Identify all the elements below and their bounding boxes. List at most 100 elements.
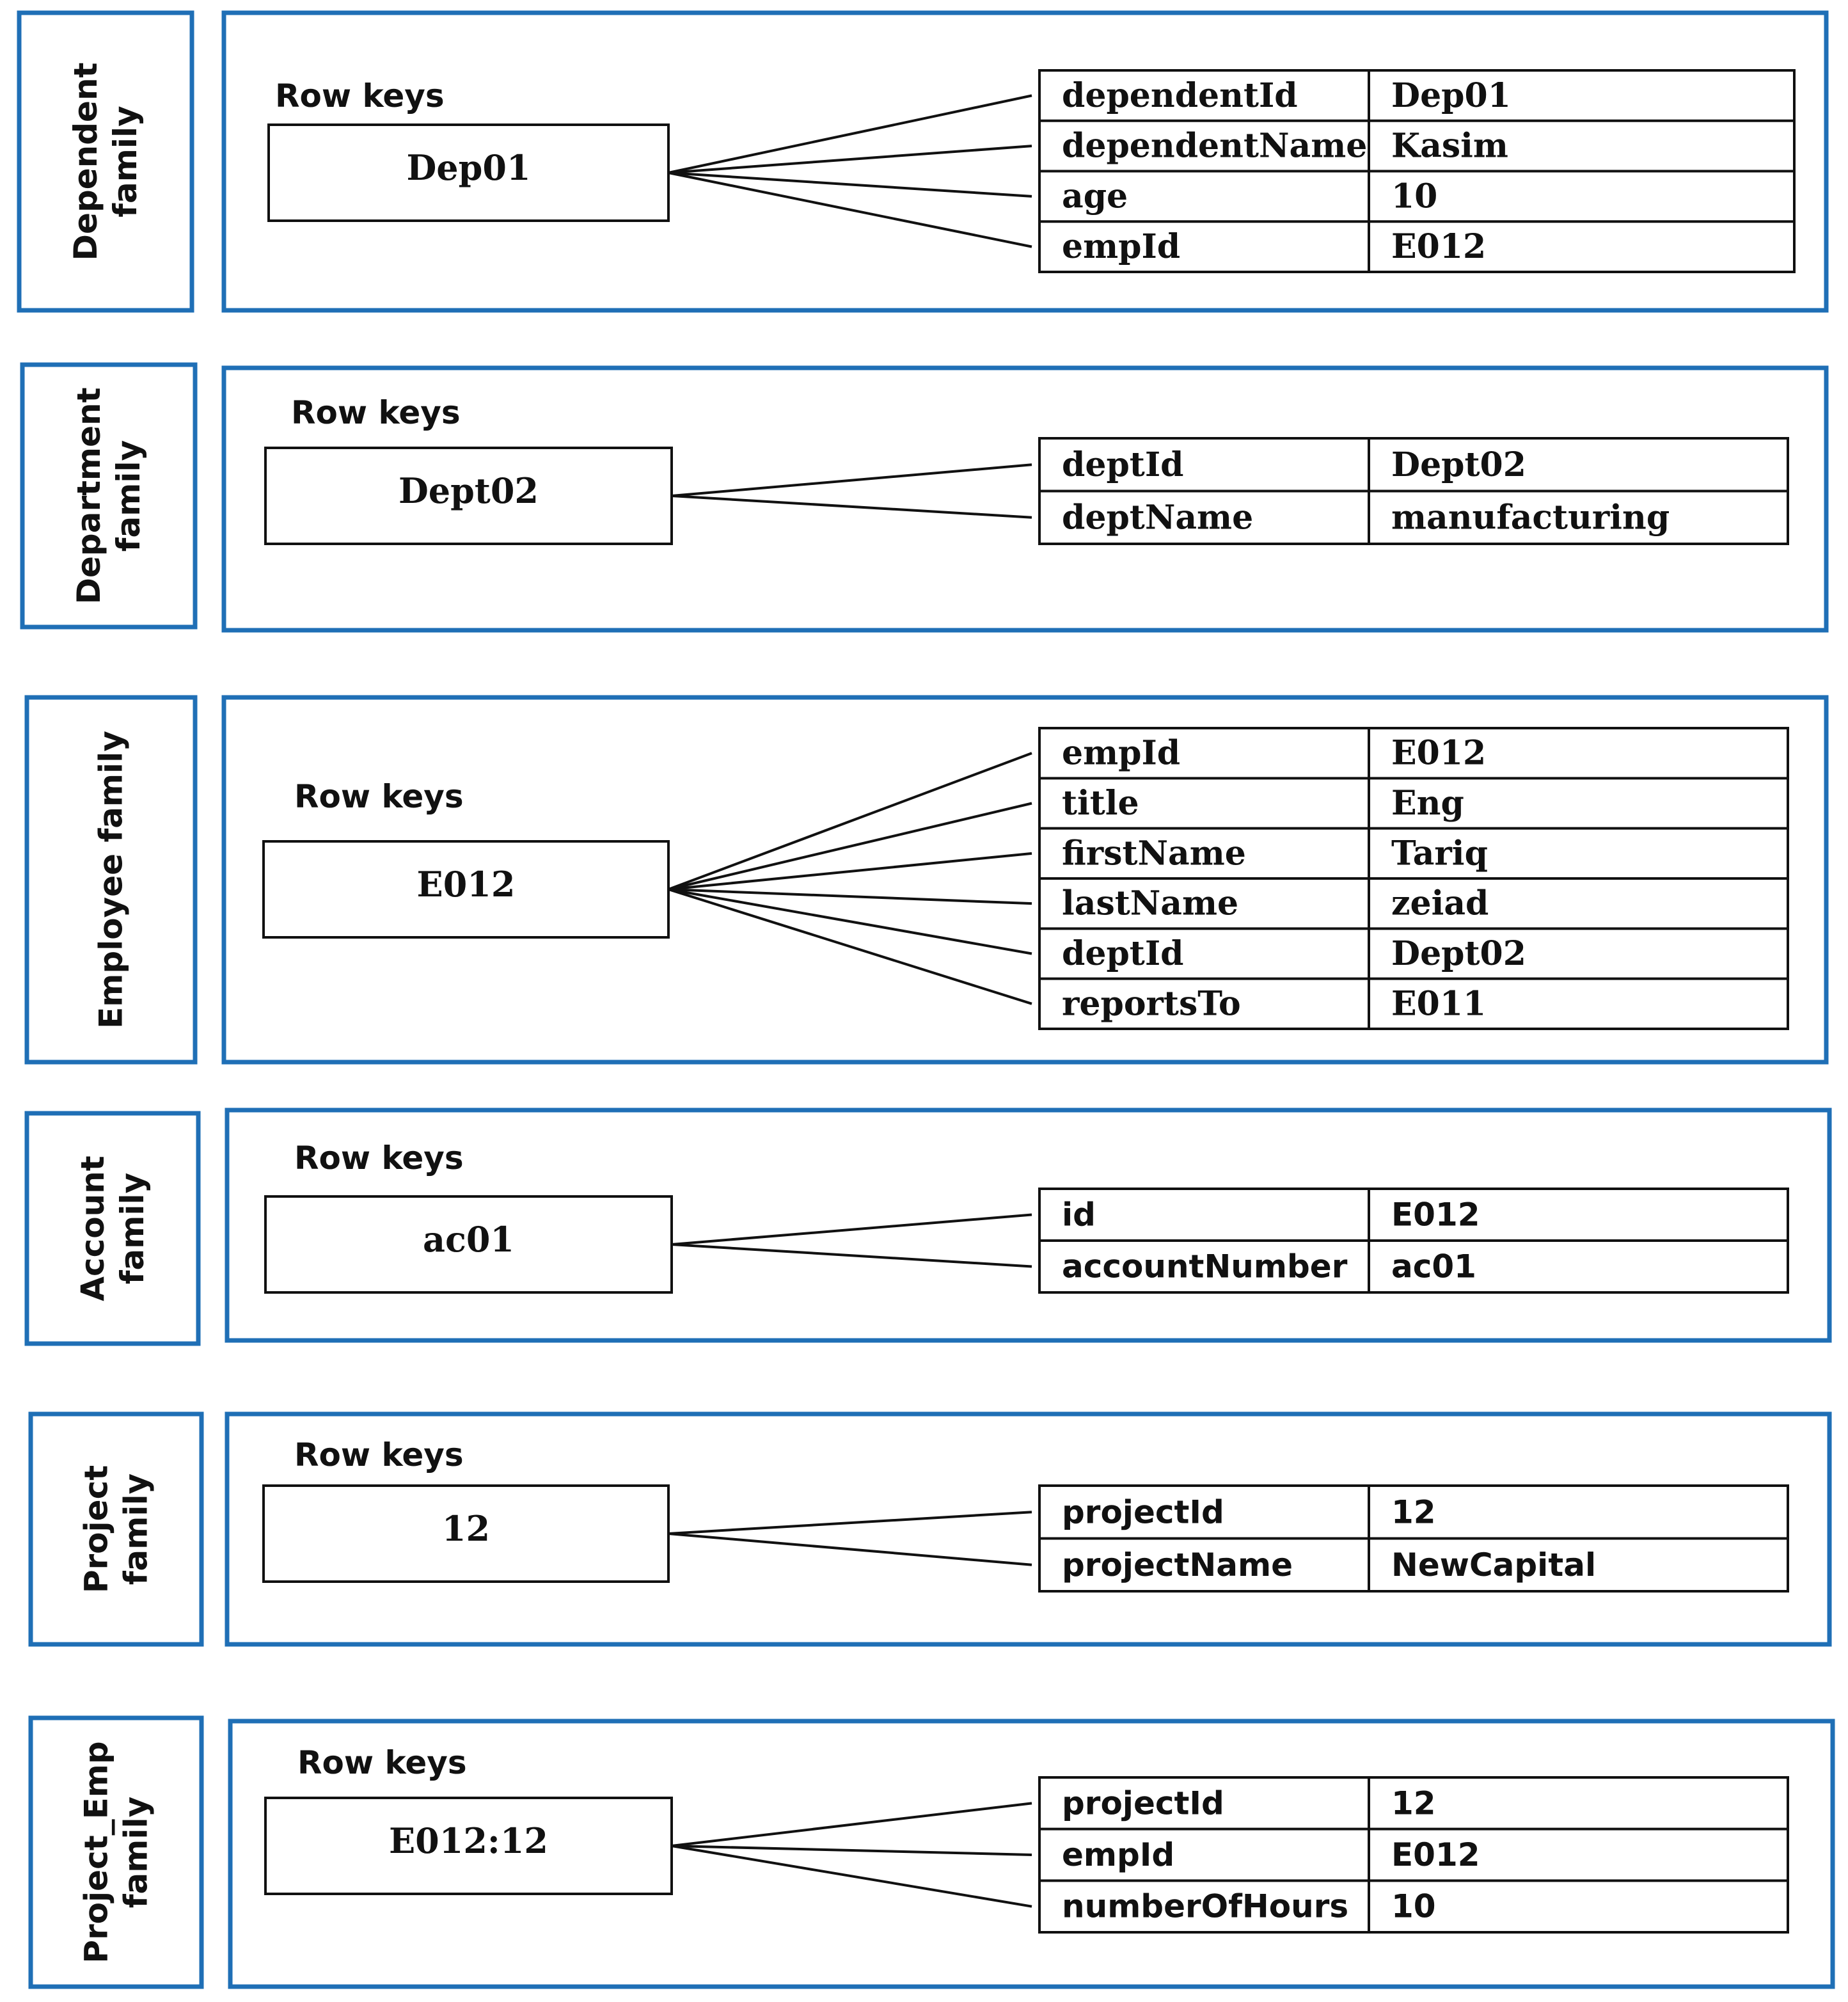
family-content-frame [225, 1108, 1832, 1343]
column-name: deptId [1062, 445, 1184, 484]
column-name: empId [1062, 734, 1180, 773]
connector-line [671, 1845, 1032, 1856]
column-value: Dept02 [1391, 445, 1526, 484]
family-label-frame [20, 362, 198, 630]
column-name: dependentId [1062, 76, 1298, 115]
row-key-box [262, 1484, 670, 1583]
family-label: Department [70, 387, 107, 604]
connector-line [668, 888, 1032, 955]
family-label: family [118, 1474, 155, 1585]
column-name: deptId [1062, 934, 1184, 973]
row-key-value: E012:12 [389, 1820, 548, 1861]
column-value: Eng [1391, 784, 1464, 823]
column-value: manufacturing [1391, 498, 1670, 537]
column-name: dependentName [1062, 127, 1367, 166]
family-label: Project [78, 1465, 115, 1593]
row-key-value: Dep01 [406, 147, 530, 188]
column-name: empId [1062, 1836, 1174, 1873]
row-key-value: 12 [442, 1508, 490, 1549]
family-label: Employee family [93, 731, 130, 1029]
family-label: family [118, 1797, 155, 1908]
column-value: zeiad [1391, 884, 1489, 923]
row-key-box [262, 840, 670, 939]
connector-line [668, 888, 1032, 905]
column-value: Kasim [1391, 127, 1508, 166]
row-keys-label: Row keys [275, 77, 445, 115]
connector-line [668, 145, 1032, 174]
row-keys-label: Row keys [297, 1744, 467, 1781]
column-name: reportsTo [1062, 984, 1241, 1023]
row-keys-label: Row keys [294, 1436, 464, 1474]
row-key-box [264, 1195, 673, 1294]
column-value: 10 [1391, 1888, 1436, 1925]
connector-line [671, 463, 1032, 497]
row-key-box [264, 447, 673, 545]
column-name: id [1062, 1196, 1096, 1234]
connector-line [671, 495, 1032, 519]
row-keys-label: Row keys [294, 778, 464, 815]
connector-line [668, 94, 1032, 174]
column-value: E012 [1391, 1196, 1480, 1234]
connector-line [671, 1243, 1032, 1268]
column-value: E012 [1391, 227, 1486, 266]
row-keys-label: Row keys [291, 394, 461, 431]
connector-line [671, 1845, 1032, 1908]
family-label: family [110, 440, 147, 552]
column-name: projectName [1062, 1546, 1293, 1584]
family-label-frame [24, 695, 198, 1065]
family-label: family [114, 1173, 151, 1284]
row-key-value: Dept02 [399, 470, 539, 511]
column-name: lastName [1062, 884, 1238, 923]
column-name: projectId [1062, 1493, 1224, 1530]
column-name: deptName [1062, 498, 1253, 537]
column-value: ac01 [1391, 1248, 1476, 1285]
family-label-frame [28, 1715, 204, 1989]
column-value: Dept02 [1391, 934, 1526, 973]
connector-line [668, 171, 1032, 248]
connector-line [671, 1213, 1032, 1246]
connector-line [668, 1511, 1032, 1535]
column-name: empId [1062, 227, 1180, 266]
row-keys-label: Row keys [294, 1140, 464, 1177]
family-label: Account [74, 1156, 111, 1301]
column-name: age [1062, 177, 1128, 216]
family-label: family [107, 106, 144, 217]
connector-line [671, 1802, 1032, 1847]
family-label: Project_Emp [78, 1741, 115, 1963]
column-value: Dep01 [1391, 76, 1511, 115]
connector-line [668, 888, 1032, 1005]
family-label-frame [28, 1411, 204, 1647]
row-key-box [267, 123, 670, 222]
family-label-frame [17, 10, 194, 313]
column-value: E012 [1391, 734, 1486, 773]
column-value: E012 [1391, 1836, 1480, 1873]
column-table [1038, 1776, 1789, 1934]
family-label-frame [24, 1111, 201, 1346]
connector-line [668, 852, 1032, 891]
family-content-frame [221, 365, 1829, 633]
connector-line [668, 802, 1032, 891]
family-content-frame [221, 695, 1829, 1065]
column-value: 12 [1391, 1784, 1436, 1822]
column-name: projectId [1062, 1784, 1224, 1822]
column-name: firstName [1062, 834, 1246, 873]
family-label: Dependent [67, 63, 104, 261]
column-value: Tariq [1391, 834, 1488, 873]
column-name: title [1062, 784, 1139, 823]
family-content-frame [228, 1719, 1835, 1989]
column-value: 12 [1391, 1493, 1436, 1530]
column-value: 10 [1391, 177, 1437, 216]
row-key-box [264, 1797, 673, 1895]
column-value: NewCapital [1391, 1546, 1596, 1584]
row-key-value: ac01 [423, 1219, 514, 1260]
connector-line [668, 752, 1032, 891]
column-name: numberOfHours [1062, 1888, 1348, 1925]
row-key-value: E012 [417, 864, 516, 905]
column-name: accountNumber [1062, 1248, 1348, 1285]
